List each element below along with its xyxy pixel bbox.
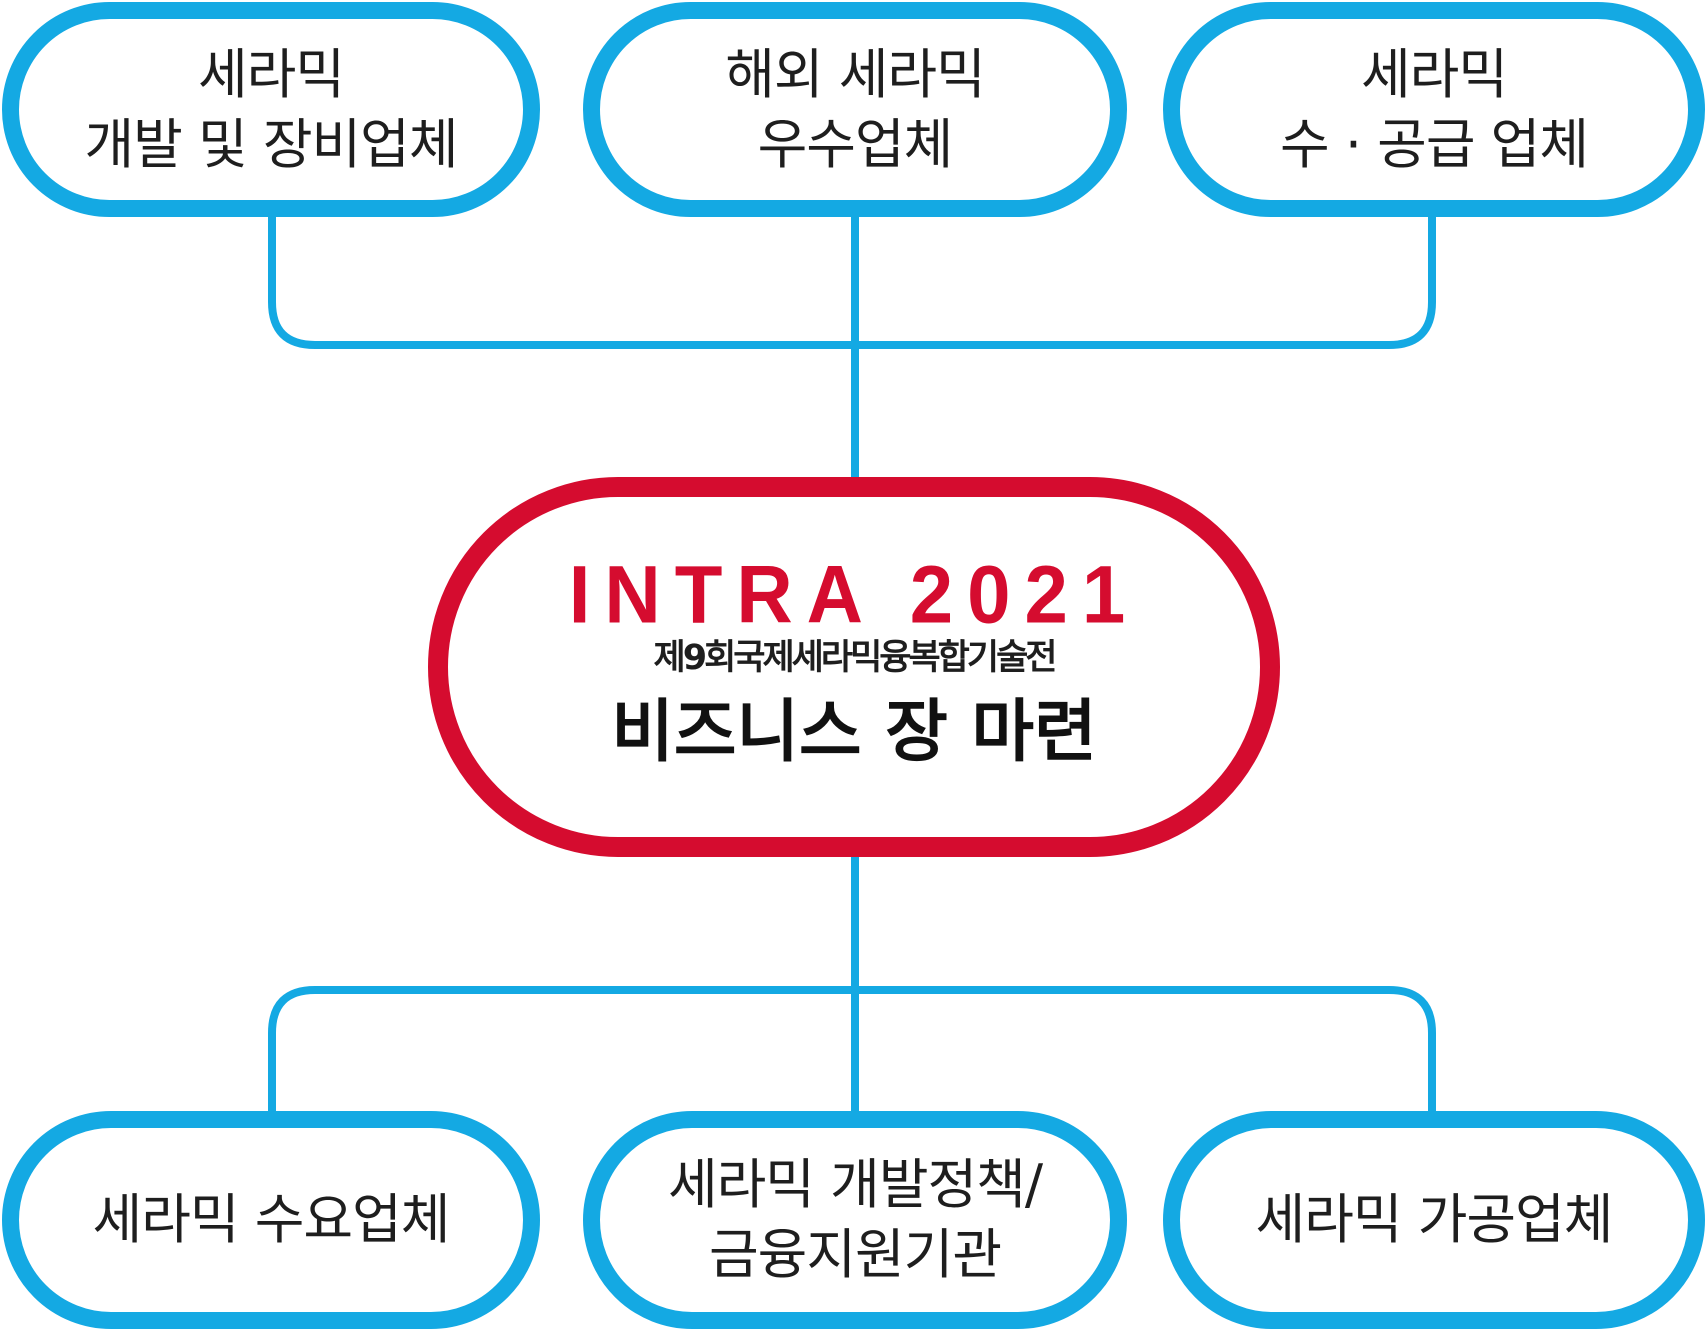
node-bottom-1: 세라믹 수요업체 xyxy=(2,1111,540,1329)
connector-bottom-right xyxy=(855,986,1436,1115)
connector-bottom-left xyxy=(268,986,855,1115)
node-bottom-1-line-1: 세라믹 수요업체 xyxy=(92,1188,451,1251)
node-top-3-line-1: 세라믹 xyxy=(1360,42,1508,106)
node-top-2-line-1: 해외 세라믹 xyxy=(725,42,986,106)
node-top-1-line-1: 세라믹 xyxy=(197,42,345,106)
connector-top-left xyxy=(268,212,855,349)
center-title: INTRA 2021 xyxy=(568,547,1140,641)
center-tagline: 비즈니스 장 마련 xyxy=(611,693,1097,772)
node-top-1-line-2: 개발 및 장비업체 xyxy=(84,112,458,176)
node-top-2-line-2: 우수업체 xyxy=(757,112,954,176)
node-bottom-2-line-2: 금융지원기관 xyxy=(708,1223,1002,1286)
center-node: INTRA 2021 제9회국제세라믹융복합기술전 비즈니스 장 마련 xyxy=(428,477,1280,857)
node-top-1: 세라믹 개발 및 장비업체 xyxy=(2,2,540,217)
center-subtitle: 제9회국제세라믹융복합기술전 xyxy=(653,638,1058,678)
node-bottom-3: 세라믹 가공업체 xyxy=(1163,1111,1705,1329)
node-top-3-line-2: 수 · 공급 업체 xyxy=(1279,112,1589,176)
node-top-2: 해외 세라믹 우수업체 xyxy=(583,2,1127,217)
node-bottom-2-line-1: 세라믹 개발정책/ xyxy=(667,1153,1043,1216)
node-top-3: 세라믹 수 · 공급 업체 xyxy=(1163,2,1705,217)
connector-top-right xyxy=(855,212,1436,349)
node-bottom-2: 세라믹 개발정책/ 금융지원기관 xyxy=(583,1111,1127,1329)
node-bottom-3-line-1: 세라믹 가공업체 xyxy=(1255,1188,1614,1251)
